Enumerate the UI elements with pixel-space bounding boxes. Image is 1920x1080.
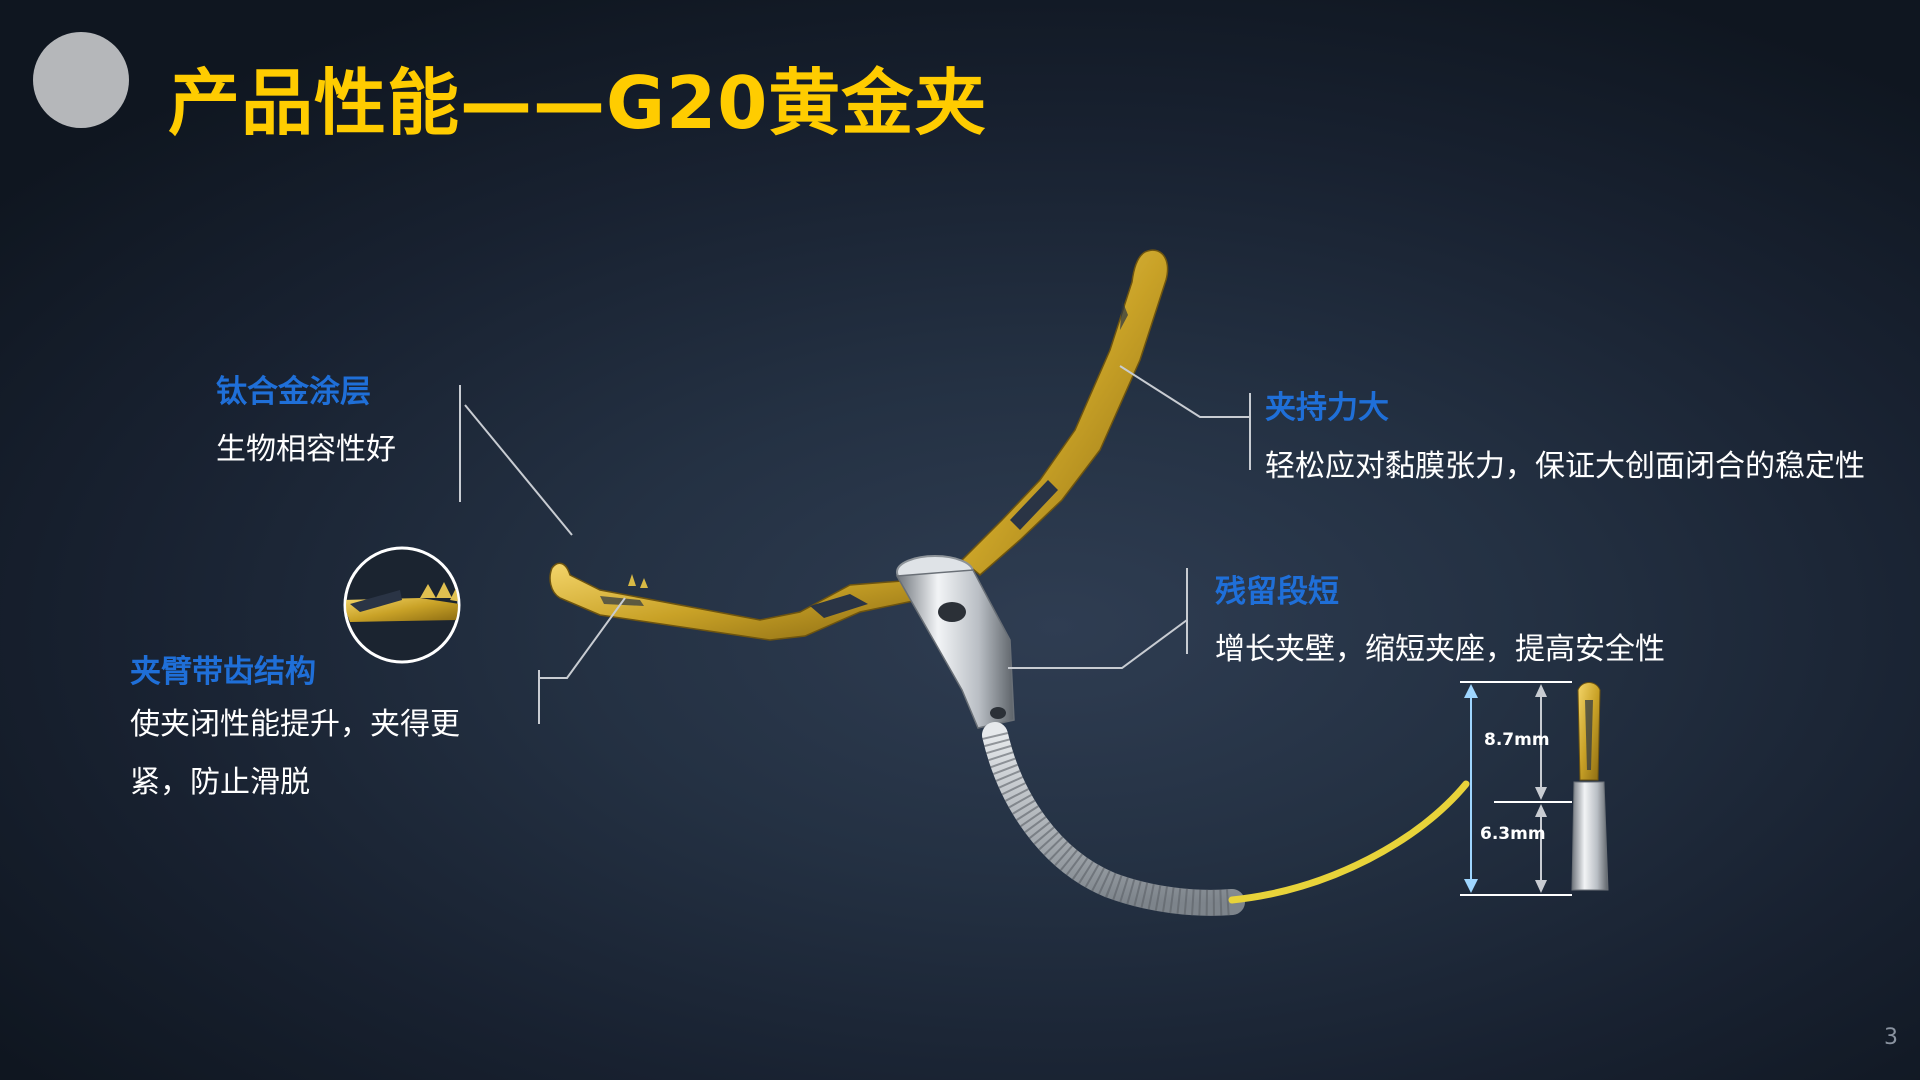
coil-spring — [982, 722, 1245, 916]
callout-residual-label: 残留段短 — [1215, 574, 1339, 610]
dimension-label-upper: 8.7mm — [1484, 730, 1550, 750]
callout-grip-desc: 轻松应对黏膜张力，保证大创面闭合的稳定性 — [1265, 449, 1865, 484]
left-jaw-arm — [549, 562, 919, 641]
small-clip-side-view — [1571, 682, 1609, 891]
dimension-label-lower: 6.3mm — [1480, 824, 1546, 844]
silver-sleeve — [895, 555, 1015, 729]
callout-coating-label: 钛合金涂层 — [216, 374, 371, 410]
dimension-diagram — [1460, 681, 1572, 896]
callout-teeth-label: 夹臂带齿结构 — [130, 654, 316, 690]
title-bullet-circle — [33, 32, 129, 128]
teeth-zoom-detail — [343, 546, 461, 664]
page-title: 产品性能——G20黄金夹 — [168, 61, 988, 145]
yellow-cable — [1228, 780, 1470, 904]
page-number: 3 — [1884, 1025, 1898, 1050]
right-jaw-arm — [960, 249, 1169, 576]
callout-coating-desc: 生物相容性好 — [216, 432, 396, 467]
leader-lines — [459, 365, 1251, 724]
callout-residual-desc: 增长夹壁，缩短夹座，提高安全性 — [1215, 632, 1665, 667]
callout-teeth-desc: 使夹闭性能提升，夹得更紧，防止滑脱 — [130, 707, 460, 800]
callout-grip-label: 夹持力大 — [1265, 390, 1389, 426]
